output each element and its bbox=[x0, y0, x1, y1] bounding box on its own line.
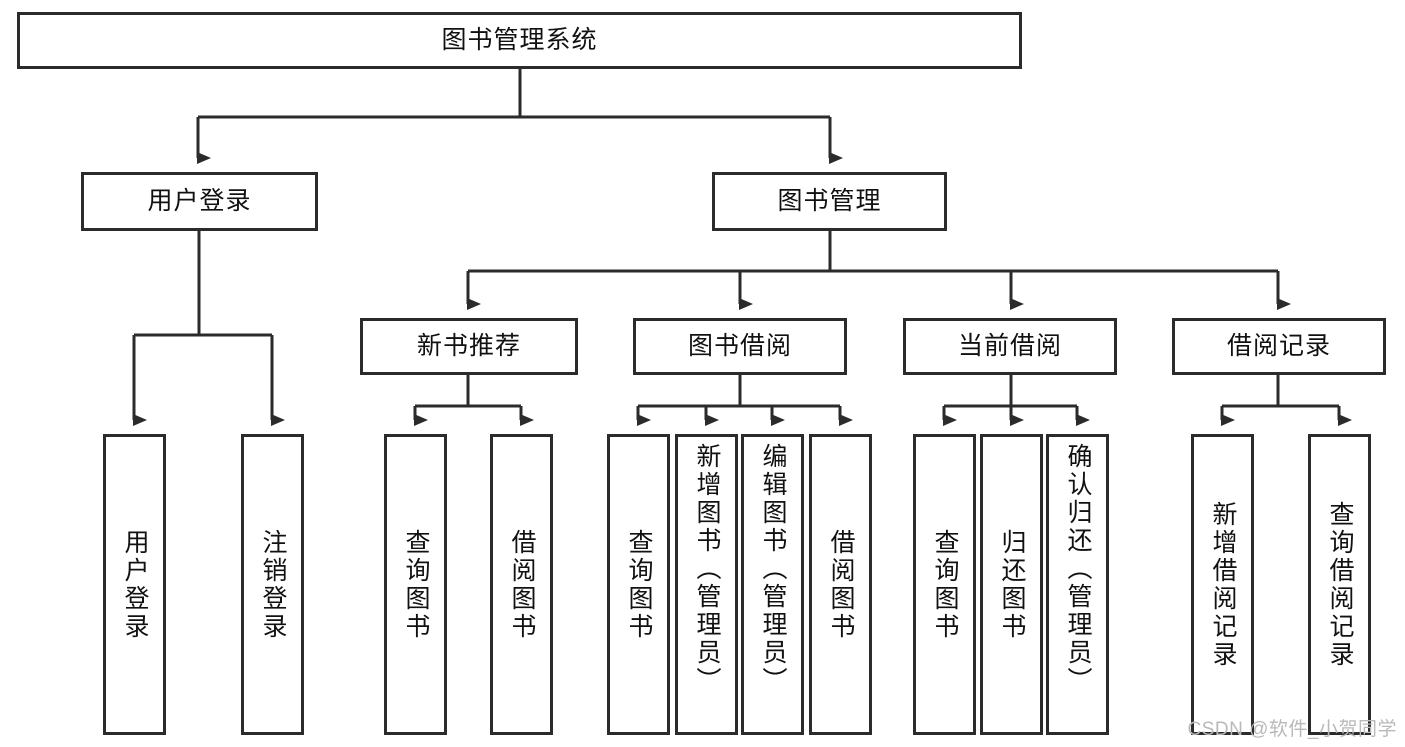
node-new-book-rec-label: 新书推荐 bbox=[416, 331, 521, 360]
node-leaf-add-record[interactable]: 新增借阅记录 bbox=[1191, 434, 1254, 735]
node-leaf-confirm-return-label: 确认归还（管理员） bbox=[1064, 443, 1092, 695]
node-leaf-query-book-1-label: 查询图书 bbox=[402, 528, 430, 641]
node-book-borrow-label: 图书借阅 bbox=[687, 331, 792, 360]
node-current-borrow-label: 当前借阅 bbox=[957, 331, 1062, 360]
node-current-borrow[interactable]: 当前借阅 bbox=[903, 318, 1117, 375]
node-user-login-label: 用户登录 bbox=[147, 186, 252, 215]
node-borrow-record[interactable]: 借阅记录 bbox=[1172, 318, 1386, 375]
node-leaf-query-book-2[interactable]: 查询图书 bbox=[607, 434, 670, 735]
node-leaf-query-book-3-label: 查询图书 bbox=[931, 528, 959, 641]
node-leaf-return-book[interactable]: 归还图书 bbox=[980, 434, 1043, 735]
node-leaf-add-record-label: 新增借阅记录 bbox=[1209, 500, 1237, 669]
node-leaf-return-book-label: 归还图书 bbox=[998, 528, 1026, 641]
node-leaf-query-book-3[interactable]: 查询图书 bbox=[913, 434, 976, 735]
node-leaf-add-book[interactable]: 新增图书（管理员） bbox=[675, 434, 738, 735]
node-leaf-query-record-label: 查询借阅记录 bbox=[1326, 500, 1354, 669]
node-leaf-query-book-2-label: 查询图书 bbox=[625, 528, 653, 641]
connector-user-login-to-leaves bbox=[132, 231, 285, 426]
node-leaf-borrow-book-2-label: 借阅图书 bbox=[827, 528, 855, 641]
connector-new-book-rec-to-leaves bbox=[413, 375, 534, 426]
node-root-label: 图书管理系统 bbox=[441, 25, 598, 54]
connector-current-borrow-to-leaves bbox=[942, 375, 1090, 426]
watermark: CSDN @软件_小贺同学 bbox=[1187, 719, 1397, 740]
node-new-book-rec[interactable]: 新书推荐 bbox=[360, 318, 578, 375]
connector-book-manage-to-level2 bbox=[466, 231, 1291, 310]
node-leaf-confirm-return[interactable]: 确认归还（管理员） bbox=[1046, 434, 1109, 735]
node-book-manage[interactable]: 图书管理 bbox=[712, 172, 947, 231]
node-leaf-add-book-label: 新增图书（管理员） bbox=[693, 443, 721, 695]
node-leaf-query-record[interactable]: 查询借阅记录 bbox=[1308, 434, 1371, 735]
node-leaf-borrow-book-1[interactable]: 借阅图书 bbox=[490, 434, 553, 735]
node-book-manage-label: 图书管理 bbox=[777, 186, 882, 215]
connector-root-to-level1 bbox=[196, 68, 843, 164]
node-user-login[interactable]: 用户登录 bbox=[81, 172, 318, 231]
node-leaf-user-logout[interactable]: 注销登录 bbox=[241, 434, 304, 735]
node-borrow-record-label: 借阅记录 bbox=[1226, 331, 1331, 360]
node-leaf-query-book-1[interactable]: 查询图书 bbox=[384, 434, 447, 735]
node-leaf-borrow-book-2[interactable]: 借阅图书 bbox=[809, 434, 872, 735]
node-leaf-edit-book[interactable]: 编辑图书（管理员） bbox=[741, 434, 804, 735]
node-leaf-user-login-label: 用户登录 bbox=[121, 528, 149, 641]
node-leaf-borrow-book-1-label: 借阅图书 bbox=[508, 528, 536, 641]
node-book-borrow[interactable]: 图书借阅 bbox=[633, 318, 847, 375]
connector-borrow-record-to-leaves bbox=[1220, 375, 1352, 426]
node-leaf-edit-book-label: 编辑图书（管理员） bbox=[759, 443, 787, 695]
node-leaf-user-login[interactable]: 用户登录 bbox=[103, 434, 166, 735]
node-root[interactable]: 图书管理系统 bbox=[17, 12, 1022, 69]
connector-book-borrow-to-leaves bbox=[636, 375, 853, 426]
node-leaf-user-logout-label: 注销登录 bbox=[259, 528, 287, 641]
